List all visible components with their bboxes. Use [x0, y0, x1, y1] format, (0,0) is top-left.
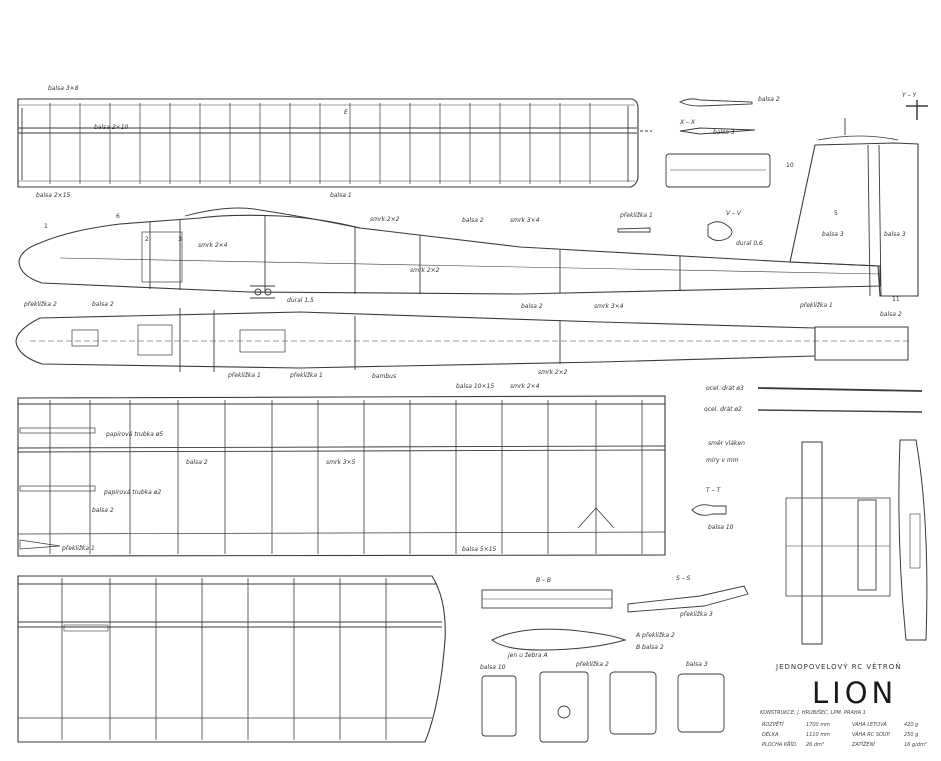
- label-balsa-3-b: balsa 3: [686, 661, 708, 668]
- label-preklizka-2: překližka 2: [24, 301, 57, 308]
- label-balsa-2-fus: balsa 2: [462, 217, 484, 224]
- label-section-ss: S – S: [676, 575, 691, 582]
- label-jen-u-zebra-a: jen u žebra A: [508, 652, 548, 659]
- part-number-10: 10: [786, 162, 794, 169]
- section-details: [481, 504, 749, 651]
- label-miry-v-mm: míry v mm: [706, 457, 739, 464]
- label-balsa-1: balsa 1: [330, 192, 352, 199]
- label-balsa-10x15: balsa 10×15: [456, 383, 495, 390]
- label-smrk-2x2-b: smrk 2×2: [410, 267, 440, 274]
- part-number-1: 1: [44, 223, 48, 230]
- label-section-yy: Y – Y: [902, 92, 917, 99]
- label-balsa-2-nose: balsa 2: [92, 301, 114, 308]
- part-number-5: 5: [834, 210, 838, 217]
- label-balsa-2-top: balsa 2: [758, 96, 780, 103]
- plan-credit: KONSTRUKCE: J. HRUBIŠEC, LPM. PRAHA 1: [760, 710, 866, 716]
- spec-label: VÁHA RC SOUP.: [852, 732, 891, 738]
- label-balsa-2-wing-b: balsa 2: [92, 507, 114, 514]
- fuselage-side-view: [18, 207, 881, 299]
- spec-value: 1700 mm: [806, 722, 831, 728]
- label-balsa-2-wing: balsa 2: [186, 459, 208, 466]
- spec-value: 250 g: [904, 732, 919, 738]
- spec-value: 420 g: [904, 722, 919, 728]
- label-preklizka-2-rib: A překližka 2: [636, 632, 675, 639]
- spec-label: ZATÍŽENÍ: [852, 742, 875, 748]
- spec-label: PLOCHA KŘÍD.: [762, 742, 798, 748]
- label-smer-vlaken: směr vláken: [708, 440, 745, 447]
- label-balsa-2x15: balsa 2×15: [36, 192, 71, 199]
- label-papirova-trubka-2: papírová trubka ø2: [104, 489, 162, 496]
- label-balsa-2-tail: balsa 2: [880, 311, 902, 318]
- label-smrk-2x4-a: smrk 2×4: [198, 242, 228, 249]
- part-number-11: 11: [892, 296, 900, 303]
- label-smrk-3x4-b: smrk 3×4: [594, 303, 624, 310]
- label-balsa-10: balsa 10: [708, 524, 734, 531]
- label-balsa-3-rudder: balsa 3: [884, 231, 906, 238]
- part-number-2: 2: [145, 236, 149, 243]
- fin-rudder: [789, 100, 928, 297]
- spec-value: 26 dm²: [806, 742, 825, 748]
- label-section-e: E: [344, 109, 348, 116]
- label-ocel-drat-3: ocel. drát ø3: [706, 385, 744, 392]
- label-balsa-3-fin: balsa 3: [822, 231, 844, 238]
- label-smrk-2x2: smrk 2×2: [370, 216, 400, 223]
- label-balsa-3x8: balsa 3×8: [48, 85, 79, 92]
- wing-panel-tip: [17, 575, 446, 743]
- stabilizer-plan: [17, 98, 652, 188]
- fuselage-former-detail: [785, 439, 928, 645]
- wing-panel-left: [17, 395, 666, 557]
- steel-wires: [757, 387, 923, 413]
- label-section-bb: B – B: [536, 577, 552, 584]
- label-balsa-10-b: balsa 10: [480, 664, 506, 671]
- label-section-vv: V – V: [726, 210, 742, 217]
- label-balsa-2x10: balsa 2×10: [94, 124, 129, 131]
- label-ocel-drat-2: ocel. drát ø2: [704, 406, 742, 413]
- spec-value: 16 g/dm²: [904, 742, 927, 748]
- part-number-6: 6: [116, 213, 120, 220]
- spec-value: 1110 mm: [806, 732, 831, 738]
- label-preklizka-3: překližka 3: [680, 611, 713, 618]
- label-smrk-3x4: smrk 3×4: [510, 217, 540, 224]
- label-dural-15: dural 1,5: [287, 297, 314, 304]
- label-preklizka-1-b: překližka 1: [290, 372, 323, 379]
- label-smrk-3x5: smrk 3×5: [326, 459, 356, 466]
- spec-label: VÁHA LETOVÁ: [852, 722, 887, 728]
- label-section-tt: T – T: [706, 487, 721, 494]
- label-balsa-2-low: balsa 2: [521, 303, 543, 310]
- label-papirova-trubka-5: papírová trubka ø5: [106, 431, 164, 438]
- label-balsa-3-small: balsa 3: [713, 129, 735, 136]
- plan-subtitle: JEDNOPOVELOVÝ RC VĚTROŇ: [776, 663, 902, 671]
- label-preklizka-1-mid: překližka 1: [620, 212, 653, 219]
- label-section-xx: X – X: [680, 119, 696, 126]
- small-parts-top: [617, 98, 771, 241]
- rib-parts: [481, 671, 725, 743]
- label-dural-06: dural 0,6: [736, 240, 763, 247]
- fuselage-top-view: [15, 308, 910, 372]
- label-smrk-2x4-b: smrk 2×4: [510, 383, 540, 390]
- spec-label: ROZPĚTÍ: [762, 722, 784, 728]
- label-balsa-2-rib: B balsa 2: [636, 644, 664, 651]
- label-balsa-5x15: balsa 5×15: [462, 546, 497, 553]
- label-preklizka-2-b: překližka 2: [576, 661, 609, 668]
- plan-title: LION: [812, 676, 898, 710]
- label-smrk-2x2-c: smrk 2×2: [538, 369, 568, 376]
- spec-label: DÉLKA: [762, 732, 779, 738]
- label-bambus: bambus: [372, 373, 397, 380]
- label-preklizka-1-tail: překližka 1: [800, 302, 833, 309]
- label-preklizka-1-a: překližka 1: [228, 372, 261, 379]
- label-preklizka-1-wing: překližka 1: [62, 545, 95, 552]
- part-number-3: 3: [178, 236, 182, 243]
